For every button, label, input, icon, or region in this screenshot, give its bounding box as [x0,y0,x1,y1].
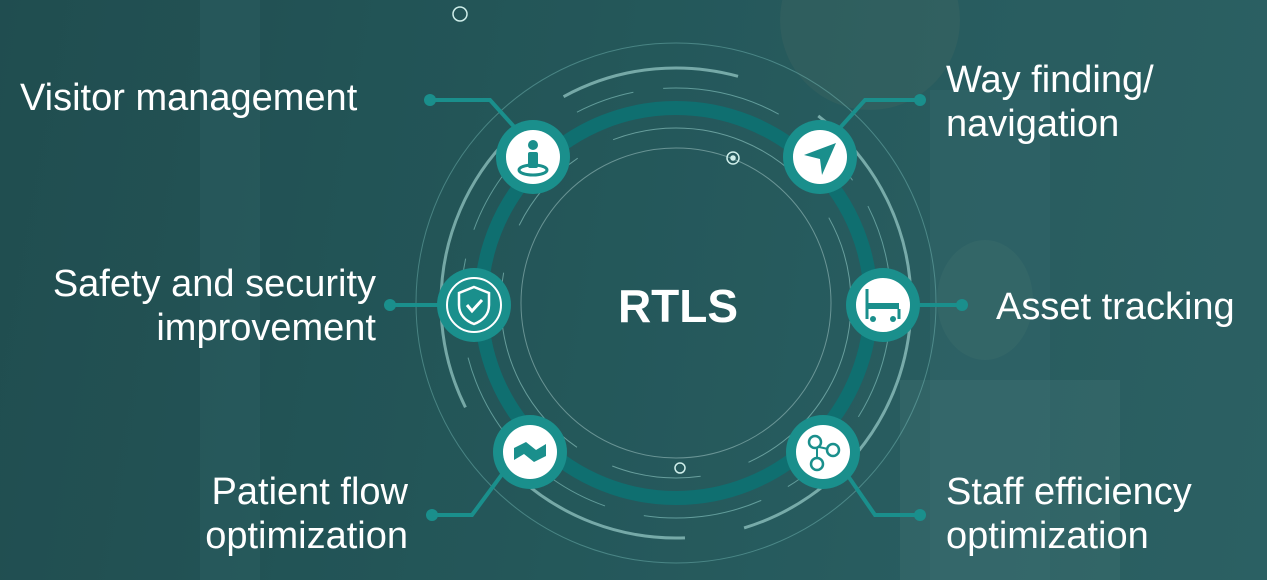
target-marker-icon [452,6,740,474]
label-line: Asset tracking [996,286,1235,328]
handshake-icon [493,415,567,489]
label-way-finding: Way finding/ navigation [946,58,1154,146]
label-line: improvement [156,307,376,349]
label-staff-efficiency: Staff efficiency optimization [946,470,1192,558]
label-line: Staff efficiency [946,471,1192,513]
person-location-icon [496,120,570,194]
people-network-icon [786,415,860,489]
hospital-bed-icon [846,268,920,342]
center-title: RTLS [617,280,739,332]
label-safety-security: Safety and security improvement [14,262,376,350]
label-line: Way finding/ [946,59,1154,101]
shield-check-icon [437,268,511,342]
label-patient-flow: Patient flow optimization [176,470,408,558]
connector-dots [384,94,968,521]
label-line: Patient flow [211,471,408,513]
label-line: optimization [946,515,1149,557]
label-asset-tracking: Asset tracking [996,285,1235,329]
label-line: navigation [946,103,1120,145]
label-line: Visitor management [20,77,358,119]
navigation-arrow-icon [783,120,857,194]
label-line: Safety and security [52,263,376,305]
label-line: optimization [205,515,408,557]
label-visitor-management: Visitor management [20,76,357,120]
